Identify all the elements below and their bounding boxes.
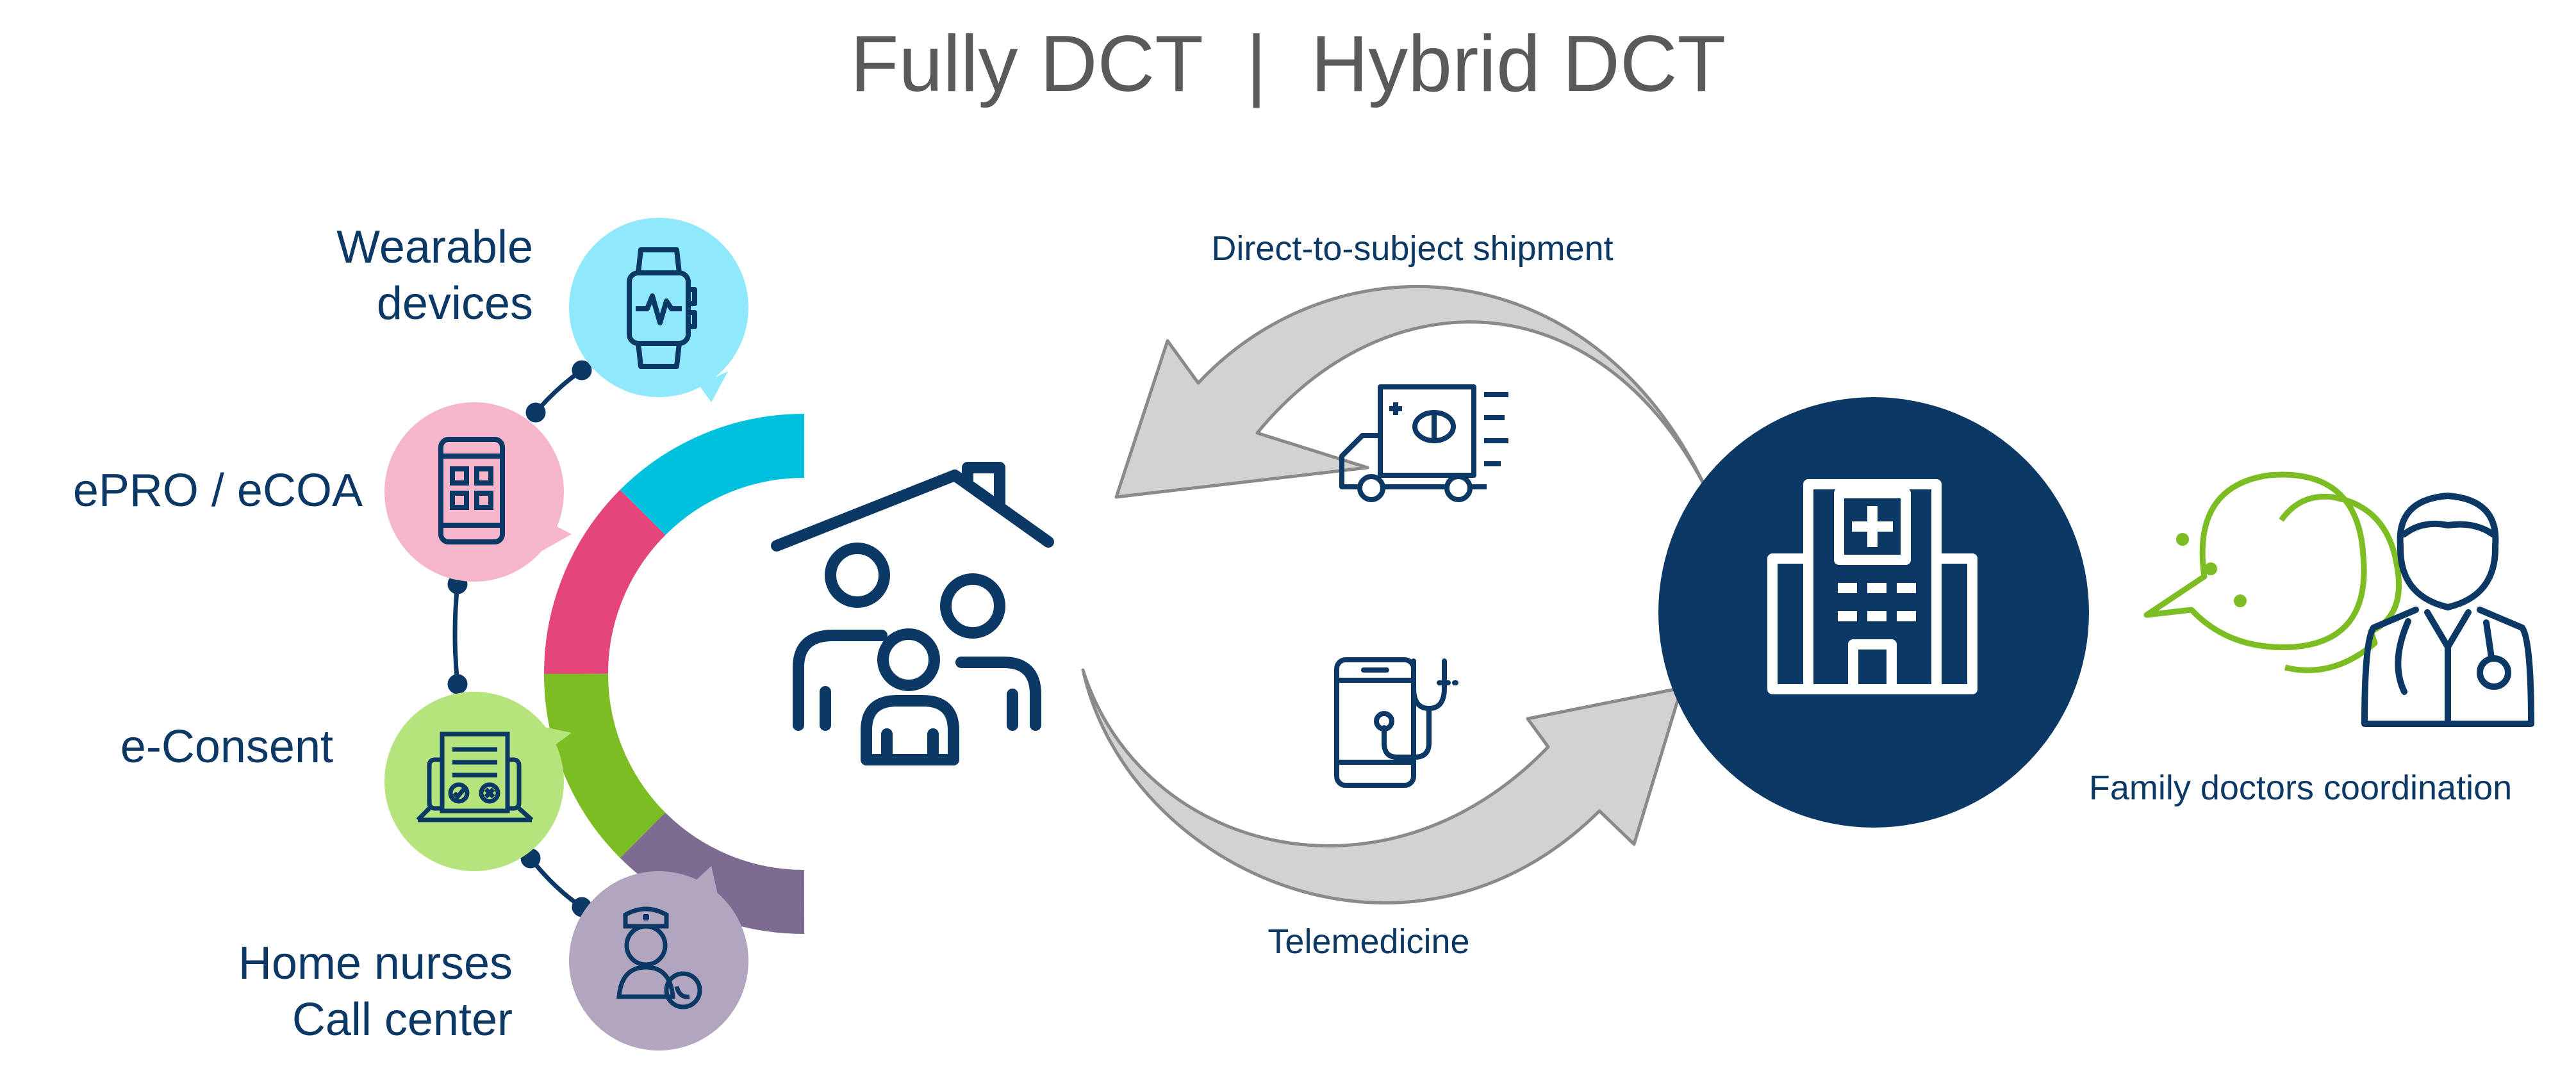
telemedicine-label: Telemedicine bbox=[1267, 922, 1469, 961]
ring-segment-pink bbox=[543, 489, 666, 674]
wearable-label-line1: Wearable bbox=[336, 222, 533, 273]
telemedicine-arrow bbox=[1081, 668, 1683, 905]
doctor-icon bbox=[2361, 493, 2534, 727]
ring bbox=[543, 413, 805, 935]
hospital-hub bbox=[1658, 397, 2089, 828]
delivery-truck-icon bbox=[1339, 384, 1508, 502]
nurse-headset-icon bbox=[616, 906, 702, 1010]
consent-document-icon bbox=[416, 732, 534, 822]
econsent-bubble bbox=[384, 692, 572, 871]
epro-bubble bbox=[384, 402, 572, 582]
epro-label: ePRO / eCOA bbox=[73, 465, 363, 516]
ring-segment-cyan bbox=[620, 413, 805, 536]
phone-stethoscope-icon bbox=[1334, 657, 1458, 788]
tablet-app-icon bbox=[438, 437, 505, 544]
ring-segment-green bbox=[543, 673, 666, 858]
coordination-label: Family doctors coordination bbox=[2089, 769, 2512, 807]
ring-segment-purple bbox=[620, 812, 805, 935]
family-home-icon bbox=[771, 462, 1054, 765]
wearable-label-line2: devices bbox=[377, 278, 533, 329]
nurses-label-line2: Call center bbox=[292, 994, 513, 1045]
chat-bubbles-icon bbox=[2143, 471, 2402, 673]
smartwatch-icon bbox=[627, 247, 697, 369]
wearable-bubble bbox=[569, 218, 748, 402]
hospital-icon bbox=[1767, 479, 1977, 694]
nurses-label-line1: Home nurses bbox=[238, 938, 513, 989]
shipment-arrow bbox=[1114, 285, 1708, 499]
econsent-label: e-Consent bbox=[120, 721, 333, 773]
nurses-bubble bbox=[569, 866, 748, 1051]
shipment-label: Direct-to-subject shipment bbox=[1211, 229, 1613, 268]
page-title: Fully DCT | Hybrid DCT bbox=[850, 20, 1726, 108]
